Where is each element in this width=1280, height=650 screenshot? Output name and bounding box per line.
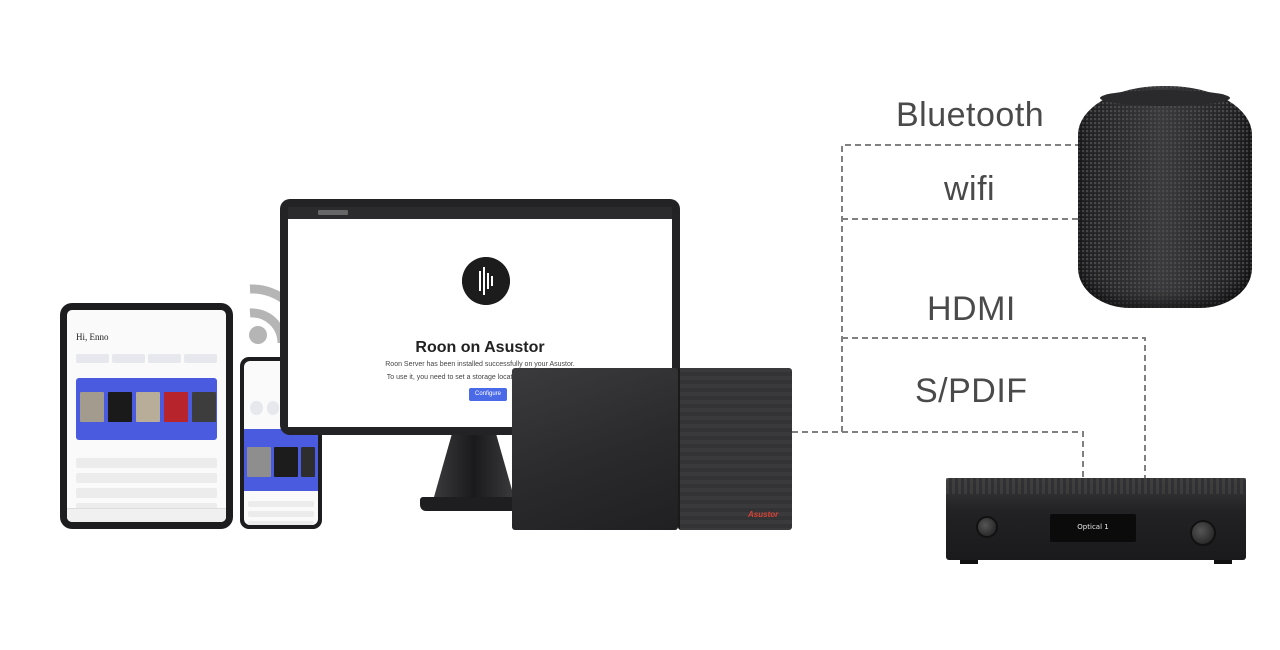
album-cover xyxy=(108,392,132,422)
monitor-app-label xyxy=(318,210,348,215)
hdmi-label: HDMI xyxy=(927,290,1016,328)
nas-front-panel xyxy=(512,368,678,530)
wifi-label: wifi xyxy=(944,170,996,208)
display-input-text: Optical 1 xyxy=(1077,523,1109,531)
tablet-device: Hi, Enno xyxy=(60,303,233,529)
tablet-stat-chips xyxy=(76,354,217,363)
bluetooth-line xyxy=(841,144,1080,432)
phone-list xyxy=(248,501,314,525)
phone-album-banner xyxy=(244,429,318,491)
input-knob xyxy=(976,516,998,538)
spdif-label: S/PDIF xyxy=(915,372,1028,410)
nas-device: Asustor xyxy=(512,368,792,530)
album-cover xyxy=(192,392,216,422)
volume-knob xyxy=(1190,520,1216,546)
screen-title: Roon on Asustor xyxy=(415,339,545,356)
bluetooth-label: Bluetooth xyxy=(896,96,1045,134)
spdif-line xyxy=(792,431,1084,480)
monitor-titlebar xyxy=(288,207,672,219)
album-cover xyxy=(247,447,271,477)
roon-logo-icon xyxy=(462,257,510,305)
album-cover xyxy=(80,392,104,422)
amplifier-display: Optical 1 xyxy=(1050,514,1136,542)
install-message: Roon Server has been installed successfu… xyxy=(385,361,575,368)
amplifier-device: Optical 1 xyxy=(946,478,1246,564)
amplifier-vent xyxy=(946,478,1246,494)
tablet-album-banner xyxy=(76,378,217,440)
speaker-top-surface xyxy=(1100,90,1230,106)
amplifier-foot xyxy=(1214,560,1232,564)
hdmi-line xyxy=(842,337,1146,480)
tablet-now-playing-bar xyxy=(67,508,226,522)
monitor-stand-foot xyxy=(420,497,530,511)
album-cover xyxy=(136,392,160,422)
nas-vent-panel xyxy=(678,368,792,530)
tablet-greeting: Hi, Enno xyxy=(76,332,109,342)
tablet-screen: Hi, Enno xyxy=(67,310,226,522)
storage-instruction: To use it, you need to set a storage loc… xyxy=(386,374,574,381)
album-cover xyxy=(301,447,315,477)
nas-brand-logo: Asustor xyxy=(748,510,779,519)
amplifier-foot xyxy=(960,560,978,564)
album-cover xyxy=(274,447,298,477)
album-cover xyxy=(164,392,188,422)
configure-button[interactable]: Configure xyxy=(469,388,507,401)
smart-speaker xyxy=(1078,86,1252,308)
